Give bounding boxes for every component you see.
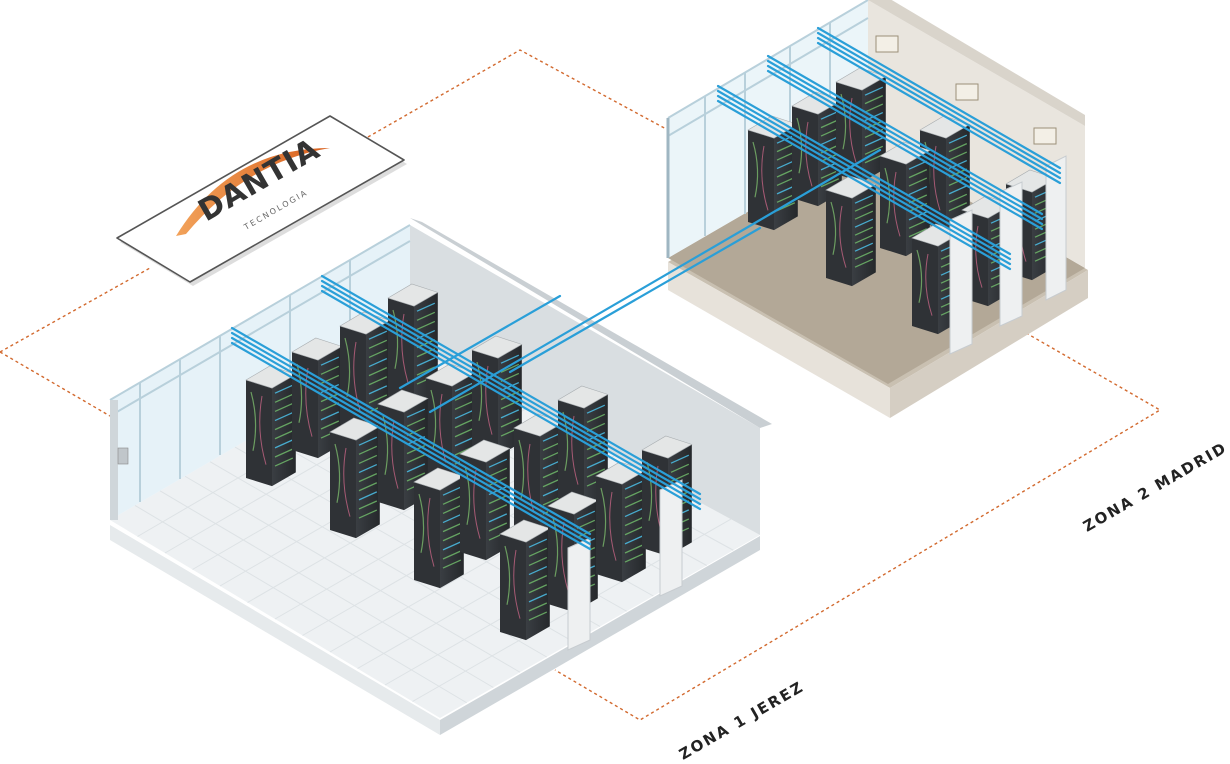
server-rack-icon: [329, 417, 381, 539]
electrical-panel-icon: [875, 35, 1057, 145]
room-jerez: [109, 218, 772, 735]
dashed-outline: [0, 49, 1162, 721]
server-rack-icon: [791, 91, 843, 207]
server-rack-icon: [413, 467, 465, 589]
server-rack-icon: [595, 461, 647, 583]
dantia-logo-icon: [176, 148, 330, 236]
server-rack-icon: [825, 175, 877, 287]
server-rack-icon: [499, 519, 551, 641]
datacenter-diagram: DANTIA TECNOLOGIA: [0, 0, 1162, 735]
room-madrid: [666, 0, 1088, 418]
server-rack-icon: [245, 365, 297, 487]
server-rack-icon: [835, 67, 887, 183]
network-cables: [230, 26, 1062, 551]
